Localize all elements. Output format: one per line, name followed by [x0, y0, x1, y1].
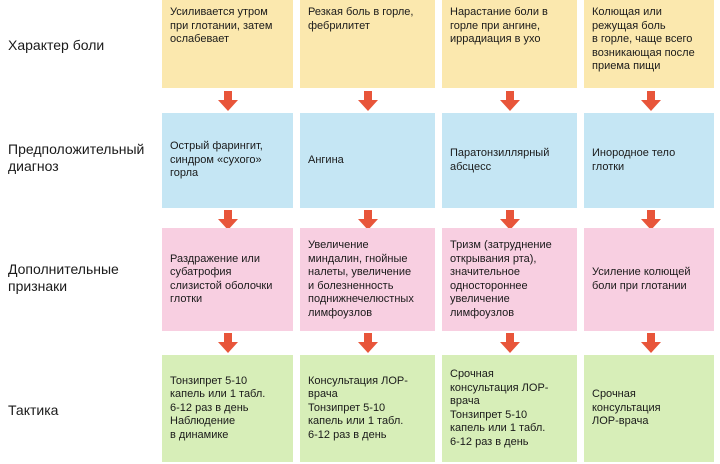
- row-label-tactics: Тактика: [8, 401, 59, 418]
- arrow-down-icon: [217, 209, 239, 231]
- cell-tactics-col4: Срочная консультация ЛОР-врача: [584, 355, 714, 462]
- arrow-down-icon: [357, 332, 379, 354]
- row-label-diagnosis: Предположительный диагноз: [8, 141, 145, 174]
- cell-signs-col3: Тризм (затруднение открывания рта), знач…: [442, 228, 577, 331]
- arrow-down-icon: [640, 332, 662, 354]
- cell-pain-col4: Колющая или режущая боль в горле, чаще в…: [584, 0, 714, 88]
- cell-pain-col2: Резкая боль в горле, фебрилитет: [300, 0, 435, 88]
- arrow-down-icon: [640, 90, 662, 112]
- arrow-down-icon: [357, 90, 379, 112]
- cell-pain-col1: Усиливается утром при глотании, затем ос…: [162, 0, 293, 88]
- cell-signs-col1: Раздражение или субатрофия слизистой обо…: [162, 228, 293, 331]
- cell-diagnosis-col3: Паратонзиллярный абсцесс: [442, 113, 577, 208]
- cell-tactics-col2: Консультация ЛОР- врача Тонзипрет 5-10 к…: [300, 355, 435, 462]
- row-label-additional-signs: Дополнительные признаки: [8, 261, 119, 294]
- cell-signs-col2: Увеличение миндалин, гнойные налеты, уве…: [300, 228, 435, 331]
- arrow-down-icon: [499, 332, 521, 354]
- cell-diagnosis-col1: Острый фарингит, синдром «сухого» горла: [162, 113, 293, 208]
- arrow-down-icon: [640, 209, 662, 231]
- cell-diagnosis-col2: Ангина: [300, 113, 435, 208]
- cell-pain-col3: Нарастание боли в горле при ангине, ирра…: [442, 0, 577, 88]
- row-label-pain-character: Характер боли: [8, 36, 105, 53]
- arrow-down-icon: [499, 209, 521, 231]
- arrow-down-icon: [217, 332, 239, 354]
- arrow-down-icon: [357, 209, 379, 231]
- arrow-down-icon: [499, 90, 521, 112]
- arrow-down-icon: [217, 90, 239, 112]
- cell-tactics-col3: Срочная консультация ЛОР- врача Тонзипре…: [442, 355, 577, 462]
- cell-diagnosis-col4: Инородное тело глотки: [584, 113, 714, 208]
- cell-tactics-col1: Тонзипрет 5-10 капель или 1 табл. 6-12 р…: [162, 355, 293, 462]
- cell-signs-col4: Усиление колющей боли при глотании: [584, 228, 714, 331]
